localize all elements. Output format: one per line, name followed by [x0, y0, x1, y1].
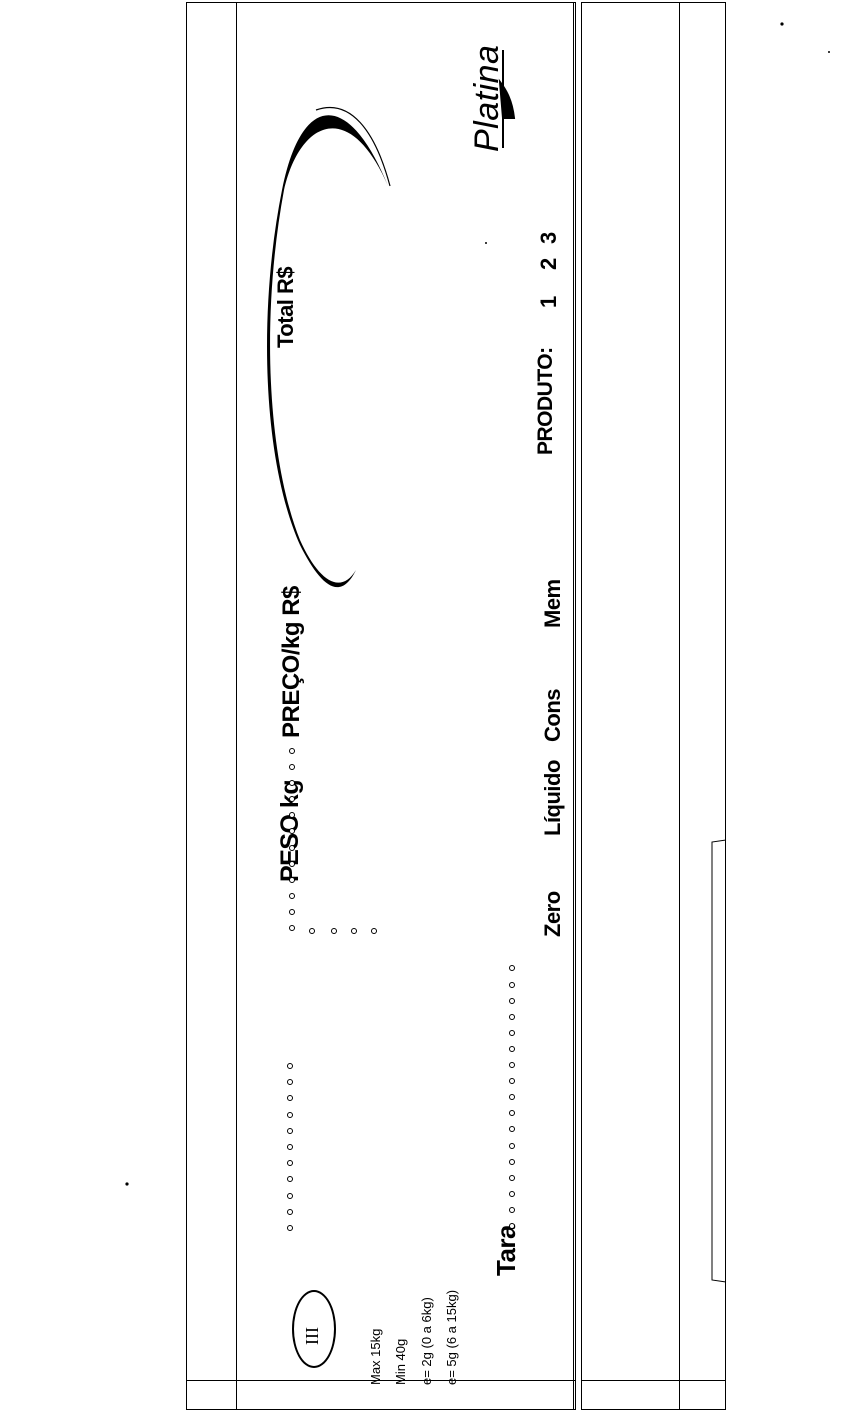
- preco-label: PREÇO/kg R$: [278, 586, 305, 738]
- produto-2-key[interactable]: 2: [536, 258, 561, 270]
- spec-max: Max 15kg: [368, 1328, 383, 1385]
- peso-dot: [287, 1095, 293, 1102]
- preco-dot: [289, 892, 295, 899]
- side-strip: [581, 2, 726, 1410]
- produto-label: PRODUTO:: [534, 347, 557, 455]
- preco-dot: [289, 925, 295, 931]
- tara-dot: [509, 965, 515, 972]
- tara-dot: [509, 1078, 515, 1085]
- tara-dot: [509, 1206, 515, 1213]
- produto-3-key[interactable]: 3: [536, 232, 561, 244]
- total-label: Total R$: [273, 266, 298, 348]
- tara-dot: [509, 1029, 515, 1036]
- peso-dot: [287, 1111, 293, 1118]
- zero-key[interactable]: Zero: [540, 891, 565, 937]
- peso-dot: [287, 1160, 293, 1167]
- tara-label: Tara: [491, 1225, 521, 1276]
- tara-dot: [509, 1110, 515, 1117]
- preco-step-dot: [351, 928, 357, 934]
- preco-dot: [289, 876, 295, 883]
- preco-step-dot: [371, 928, 377, 934]
- preco-dot: [289, 844, 295, 851]
- peso-dot: [287, 1192, 293, 1199]
- mem-key[interactable]: Mem: [540, 579, 565, 628]
- tara-dot: [509, 1094, 515, 1101]
- brand-logo: Platina: [468, 44, 506, 152]
- accuracy-class-badge: [292, 1290, 336, 1368]
- accuracy-class-text: III: [302, 1327, 322, 1345]
- panel-inner-line-left: [236, 2, 237, 1410]
- spec-min: Min 40g: [393, 1338, 408, 1385]
- panel-inner-line-right: [573, 2, 574, 1410]
- preco-dot: [289, 908, 295, 915]
- tara-dot: [509, 1142, 515, 1149]
- peso-dot: [287, 1063, 293, 1069]
- preco-dot: [289, 828, 295, 835]
- swoosh-tail: [315, 106, 391, 187]
- peso-dot: [287, 1144, 293, 1150]
- tara-dot: [509, 1045, 515, 1052]
- preco-step-dot: [309, 928, 315, 934]
- produto-1-key[interactable]: 1: [536, 296, 561, 308]
- preco-dot: [289, 747, 295, 754]
- preco-dot: [289, 812, 295, 819]
- peso-dot: [287, 1208, 293, 1215]
- preco-dot: [289, 796, 295, 803]
- stray-mark-4: [485, 242, 487, 244]
- side-strip-bottom-line: [581, 1380, 726, 1381]
- preco-dot: [289, 780, 295, 787]
- peso-dot: [287, 1225, 293, 1231]
- preco-step-dot: [331, 928, 337, 934]
- tara-dot: [509, 1174, 515, 1181]
- notch-line: [711, 839, 727, 1283]
- stray-mark-2: [780, 22, 784, 26]
- scale-panel: [186, 2, 576, 1410]
- tara-dot: [509, 1013, 515, 1020]
- peso-dot: [287, 1127, 293, 1134]
- tara-dot: [509, 981, 515, 988]
- cons-key[interactable]: Cons: [540, 689, 565, 742]
- peso-dot: [287, 1176, 293, 1183]
- tara-dot: [509, 1158, 515, 1165]
- preco-dot: [289, 860, 295, 867]
- panel-bottom-line: [186, 1380, 576, 1381]
- tara-dot: [509, 1062, 515, 1068]
- preco-dot: [289, 764, 295, 770]
- side-strip-divider: [679, 2, 680, 1410]
- brand-underline: [498, 50, 516, 148]
- tara-dot: [509, 1223, 515, 1229]
- total-swoosh: [267, 115, 388, 588]
- tara-dot: [509, 1190, 515, 1197]
- peso-dot: [287, 1079, 293, 1086]
- tara-dot: [509, 997, 515, 1004]
- spec-e2: e= 5g (6 a 15kg): [444, 1289, 459, 1385]
- stray-mark-3: [828, 51, 830, 53]
- liquido-key[interactable]: Líquido: [540, 760, 565, 836]
- stray-mark-1: [125, 1182, 129, 1186]
- spec-e1: e= 2g (0 a 6kg): [419, 1297, 434, 1385]
- tara-dot: [509, 1126, 515, 1133]
